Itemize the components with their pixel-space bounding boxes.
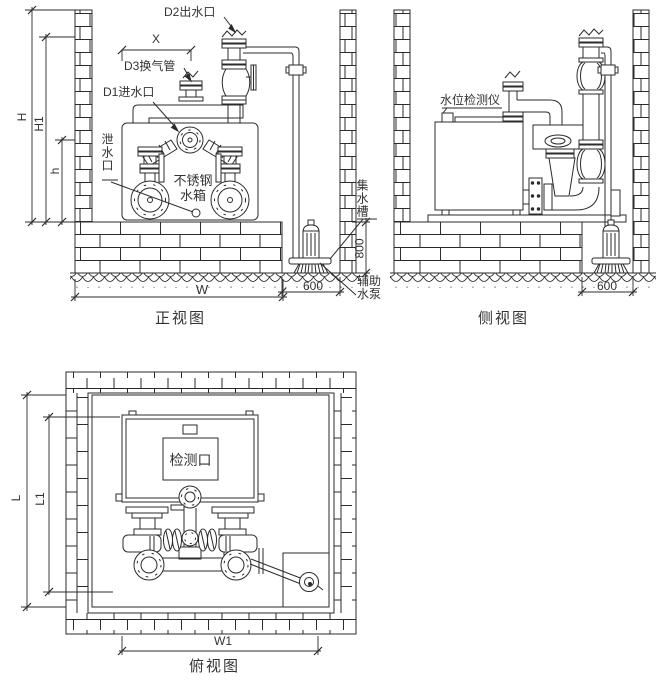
- level-detector-label: 水位检测仪: [440, 93, 501, 107]
- front-view-caption: 正视图: [155, 310, 207, 327]
- float-switch-arm: [249, 548, 304, 585]
- plan-room: [91, 394, 330, 608]
- front-tank-internals: [130, 126, 250, 220]
- float-ball: [299, 572, 319, 592]
- d3-vent-label: D3换气管: [124, 59, 176, 73]
- side-piping: [502, 28, 621, 217]
- front-tank: [121, 122, 259, 221]
- side-tank: [434, 112, 524, 216]
- d1-inlet-label: D1进水口: [103, 85, 155, 99]
- plan-sump-box: [282, 552, 329, 607]
- front-ground-hatch: [70, 273, 360, 288]
- drain-port-label: 泄水口: [100, 133, 114, 172]
- plan-wall-left: [66, 393, 88, 613]
- top-view-drawing: [21, 371, 357, 656]
- plan-wall-right: [334, 393, 356, 613]
- front-view-drawing: [25, 5, 377, 302]
- side-left-wall: [393, 9, 411, 223]
- dim-800-label: 800: [352, 238, 367, 259]
- side-floor: [393, 221, 583, 274]
- side-auxiliary-pump: [591, 46, 631, 274]
- dim-l-label: L: [8, 494, 23, 502]
- aux-pump-label: 辅助 水泵: [357, 274, 382, 301]
- front-auxiliary-pump: [243, 46, 332, 274]
- plan-pump-assembly: [122, 485, 324, 592]
- dim-l1-label: L1: [32, 492, 47, 506]
- front-piping: [132, 29, 257, 123]
- plan-wall-top: [66, 372, 356, 393]
- d2-outlet-label: D2出水口: [164, 5, 216, 19]
- top-view-caption: 俯视图: [189, 658, 241, 675]
- side-ground-hatch: [390, 273, 656, 288]
- front-leader-lines: [102, 16, 377, 296]
- dim-w-label: W: [195, 282, 209, 297]
- inspection-port-outline: [162, 437, 219, 481]
- dim-h1-label: H1: [31, 116, 46, 132]
- dim-h-label: H: [14, 112, 29, 122]
- front-dimensions: [25, 5, 371, 302]
- side-dimensions: [577, 277, 638, 297]
- side-base-skid: [427, 214, 627, 223]
- front-left-wall: [74, 9, 93, 223]
- side-view-drawing: [390, 9, 656, 297]
- side-right-wall: [632, 9, 650, 274]
- dim-h-small-label: h: [47, 167, 62, 175]
- dim-w1-label: W1: [214, 634, 232, 648]
- tank-label: 不锈钢 水箱: [173, 173, 213, 203]
- inspection-port-label: 检测口: [169, 452, 212, 468]
- side-view-caption: 侧视图: [478, 310, 530, 327]
- sump-trough-label: 集水槽: [355, 179, 369, 218]
- top-dimensions: [21, 390, 323, 656]
- side-dim-600-label: 600: [596, 279, 618, 293]
- plan-wall-bottom: [66, 613, 356, 634]
- dim-x-label: X: [151, 32, 160, 46]
- level-detector-leader: [442, 107, 502, 114]
- front-dim-600-label: 600: [302, 279, 324, 293]
- front-floor: [74, 221, 283, 274]
